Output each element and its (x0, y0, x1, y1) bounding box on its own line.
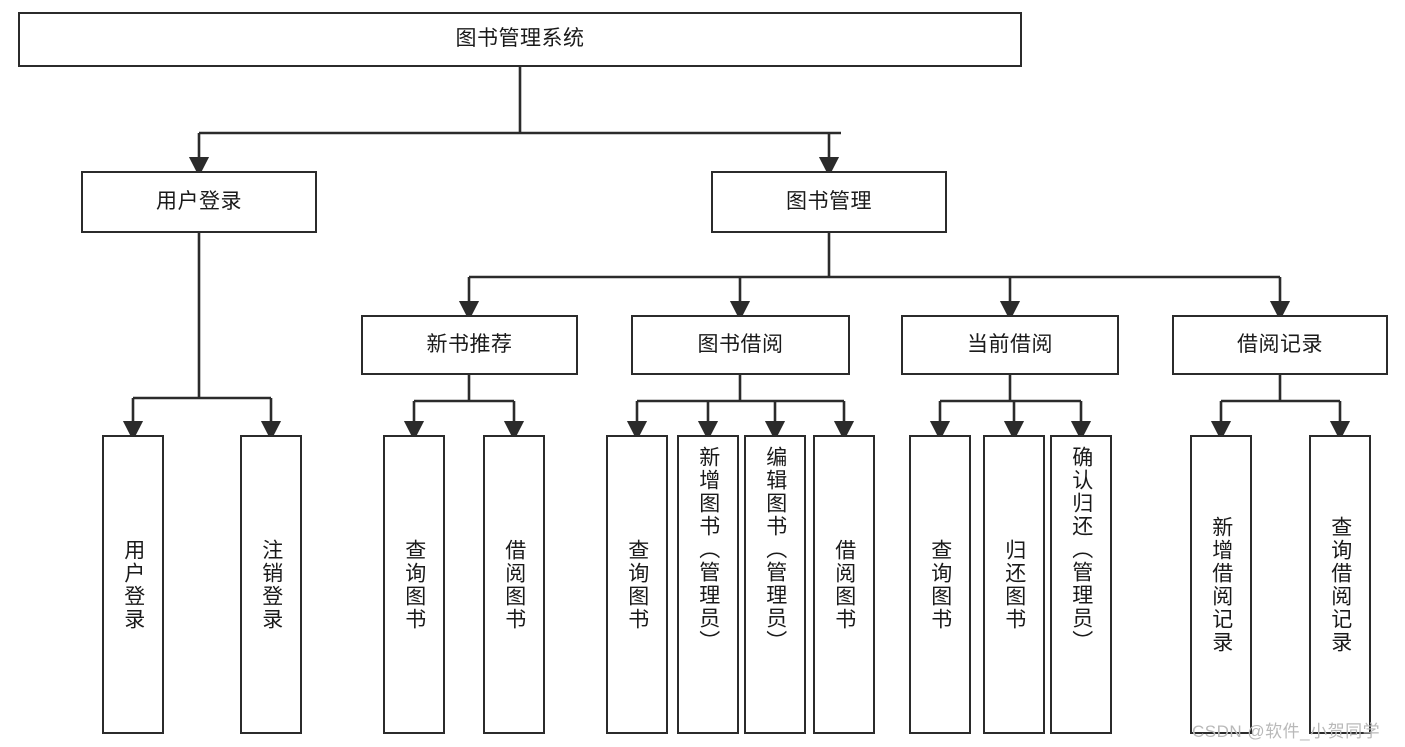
edges-book-manage-to-level3 (458, 233, 1291, 321)
node-current-borrow-label: 当前借阅 (967, 332, 1053, 356)
node-leaf-borrow-book[interactable]: 借阅图书 (813, 435, 875, 734)
node-leaf-user-login-label: 用户登录 (121, 538, 145, 631)
node-leaf-borrow-query-book-label: 查询图书 (625, 538, 649, 631)
node-borrow-record[interactable]: 借阅记录 (1172, 315, 1388, 375)
node-book-manage-label: 图书管理 (786, 189, 872, 213)
edges-borrow-record-to-leaves (1210, 375, 1351, 441)
node-leaf-add-book-admin-label: 新增图书（管理员） (696, 446, 720, 653)
edges-book-borrow-to-leaves (626, 375, 855, 441)
node-book-manage[interactable]: 图书管理 (711, 171, 947, 233)
node-user-login[interactable]: 用户登录 (81, 171, 317, 233)
node-leaf-edit-book-admin-label: 编辑图书（管理员） (763, 446, 787, 653)
node-leaf-confirm-return-admin-label: 确认归还（管理员） (1069, 446, 1093, 653)
node-leaf-return-book[interactable]: 归还图书 (983, 435, 1045, 734)
node-leaf-confirm-return-admin[interactable]: 确认归还（管理员） (1050, 435, 1112, 734)
node-leaf-user-login[interactable]: 用户登录 (102, 435, 164, 734)
node-borrow-record-label: 借阅记录 (1237, 332, 1323, 356)
node-leaf-cur-query-book[interactable]: 查询图书 (909, 435, 971, 734)
node-leaf-rec-borrow-book-label: 借阅图书 (502, 538, 526, 631)
node-leaf-user-logout-label: 注销登录 (259, 538, 283, 631)
node-new-book-recommend-label: 新书推荐 (426, 332, 513, 356)
node-current-borrow[interactable]: 当前借阅 (901, 315, 1119, 375)
node-leaf-query-borrow-record-label: 查询借阅记录 (1328, 515, 1352, 654)
node-root-label: 图书管理系统 (455, 27, 585, 51)
node-leaf-borrow-book-label: 借阅图书 (832, 538, 856, 631)
node-leaf-user-logout[interactable]: 注销登录 (240, 435, 302, 734)
edges-root-to-level2 (188, 67, 841, 177)
node-user-login-label: 用户登录 (156, 189, 242, 213)
node-leaf-add-borrow-record-label: 新增借阅记录 (1209, 515, 1233, 654)
edges-new-book-rec-to-leaves (403, 375, 525, 441)
node-leaf-rec-query-book[interactable]: 查询图书 (383, 435, 445, 734)
node-leaf-cur-query-book-label: 查询图书 (928, 538, 952, 631)
node-book-borrow-label: 图书借阅 (697, 332, 784, 356)
node-leaf-return-book-label: 归还图书 (1002, 538, 1026, 631)
node-leaf-rec-borrow-book[interactable]: 借阅图书 (483, 435, 545, 734)
csdn-watermark: CSDN @软件_小贺同学 (1192, 722, 1381, 741)
node-leaf-query-borrow-record[interactable]: 查询借阅记录 (1309, 435, 1371, 734)
node-leaf-rec-query-book-label: 查询图书 (402, 538, 426, 631)
node-leaf-borrow-query-book[interactable]: 查询图书 (606, 435, 668, 734)
node-leaf-edit-book-admin[interactable]: 编辑图书（管理员） (744, 435, 806, 734)
edges-current-borrow-to-leaves (929, 375, 1092, 441)
node-book-borrow[interactable]: 图书借阅 (631, 315, 850, 375)
node-leaf-add-borrow-record[interactable]: 新增借阅记录 (1190, 435, 1252, 734)
node-leaf-add-book-admin[interactable]: 新增图书（管理员） (677, 435, 739, 734)
edges-user-login-to-leaves (122, 233, 282, 441)
node-new-book-recommend[interactable]: 新书推荐 (361, 315, 578, 375)
node-book-management-system[interactable]: 图书管理系统 (18, 12, 1022, 67)
